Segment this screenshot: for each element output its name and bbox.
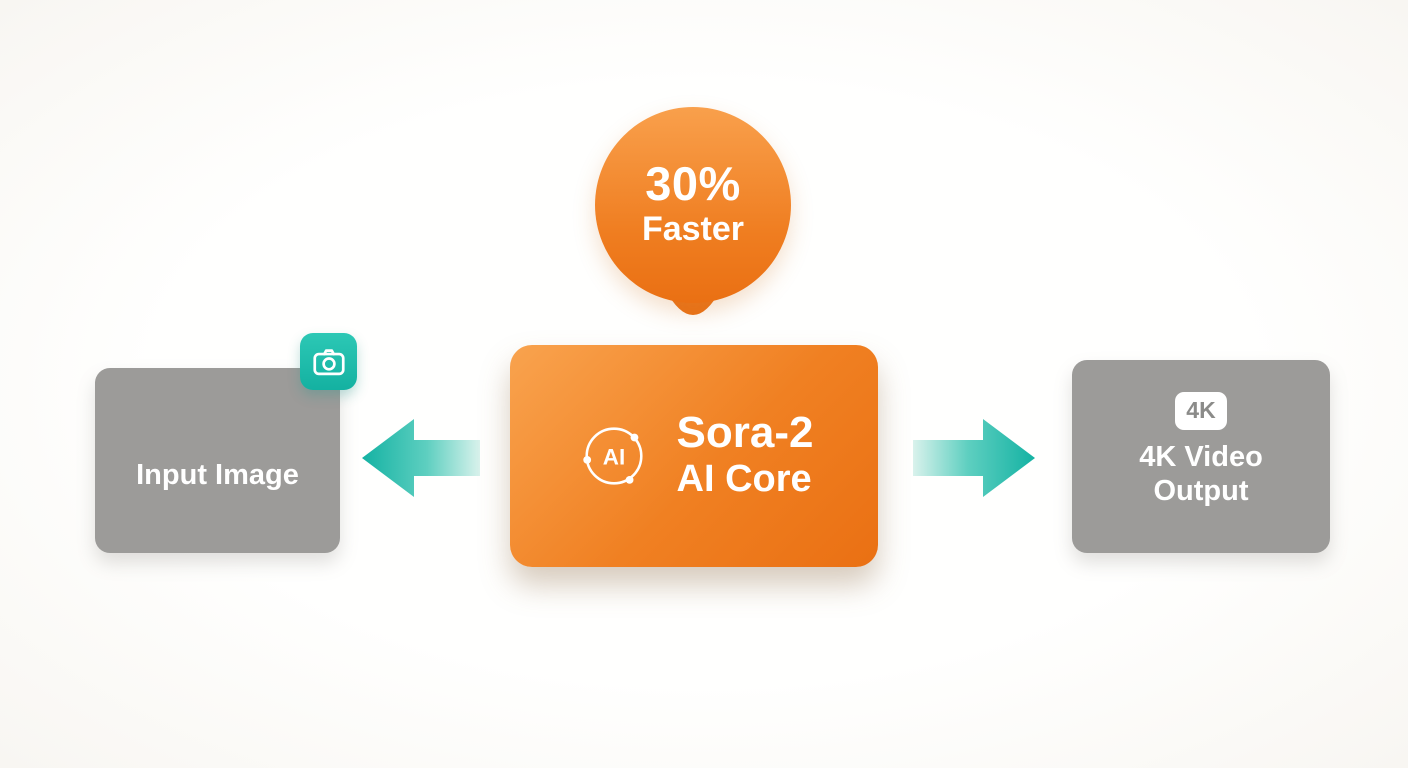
video-output-box: 4K 4K Video Output — [1072, 360, 1330, 553]
ai-core-icon-text: AI — [602, 444, 624, 469]
arrow-left-icon — [362, 419, 480, 497]
camera-icon — [312, 348, 345, 375]
speed-badge-value: 30% — [645, 157, 741, 211]
video-output-label: 4K Video Output — [1139, 440, 1263, 510]
speed-badge-bubble: 30% Faster — [595, 107, 791, 303]
input-image-label: Input Image — [136, 459, 299, 491]
camera-badge — [300, 333, 357, 390]
arrow-right-icon — [913, 419, 1035, 497]
ai-core-box: AI Sora-2 AI Core — [510, 345, 878, 567]
ai-core-title: Sora-2 — [676, 408, 814, 458]
ai-core-icon: AI — [582, 427, 643, 485]
input-image-box: Input Image — [95, 368, 340, 553]
speed-badge-caption: Faster — [641, 210, 745, 249]
ai-core-subtitle: AI Core — [676, 457, 812, 500]
ai-core-text: Sora-2 AI Core — [677, 409, 814, 502]
video-output-label-line2: Output — [1153, 475, 1249, 508]
4k-badge: 4K — [1175, 392, 1227, 430]
video-output-label-line1: 4K Video — [1139, 440, 1263, 473]
